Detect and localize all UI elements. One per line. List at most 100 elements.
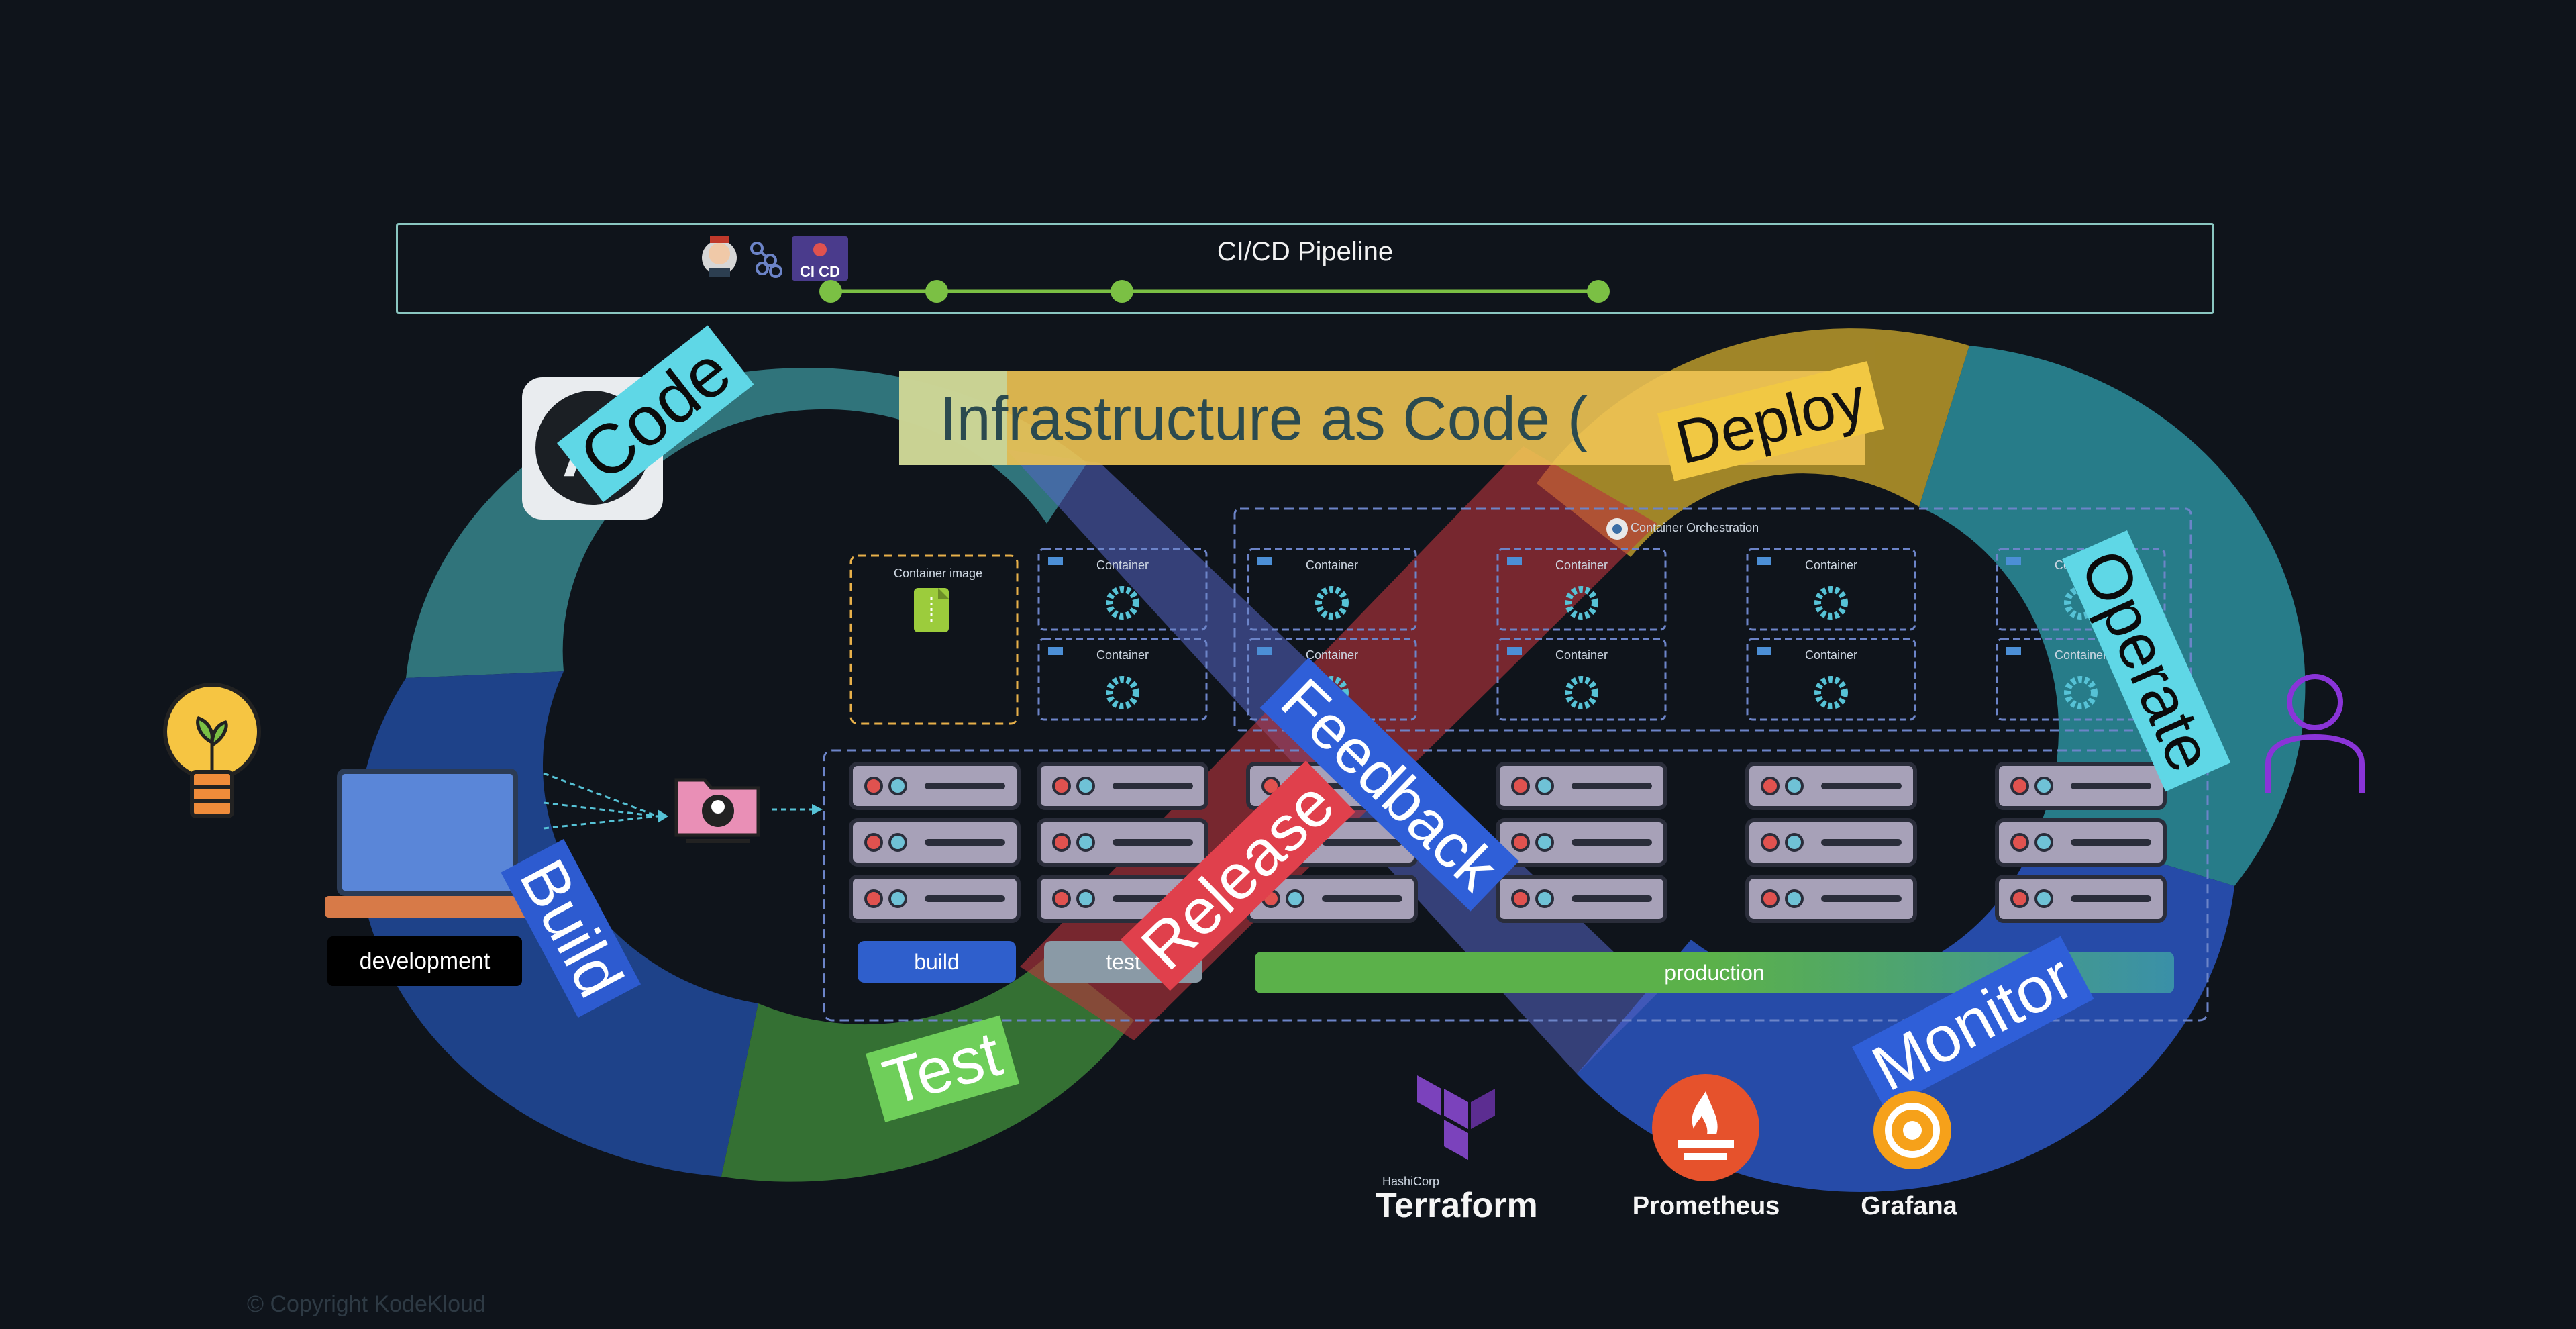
docker-icon	[1257, 557, 1272, 565]
container-label: Container	[1555, 648, 1608, 662]
container-label: Container	[1805, 558, 1857, 572]
status-light	[1052, 777, 1071, 795]
status-light	[1076, 833, 1095, 852]
docker-icon	[1757, 557, 1771, 565]
laptop-icon	[325, 769, 529, 920]
status-light	[1761, 777, 1780, 795]
status-light	[2034, 777, 2053, 795]
container-label: Container	[1096, 648, 1149, 662]
pipeline-stage-dot	[819, 280, 842, 303]
server-unit	[1745, 762, 1917, 810]
container-card: Container	[1496, 548, 1667, 631]
lightbulb-icon	[163, 683, 261, 818]
status-light	[1076, 777, 1095, 795]
docker-icon	[1257, 647, 1272, 655]
docker-icon	[1507, 557, 1522, 565]
gear-icon	[1565, 676, 1598, 709]
server-unit	[1496, 818, 1667, 867]
container-label: Container	[1096, 558, 1149, 572]
workflow-icon	[750, 242, 782, 278]
status-light	[1052, 889, 1071, 908]
docker-icon	[1048, 557, 1063, 565]
status-light	[1785, 833, 1804, 852]
server-unit	[1246, 875, 1418, 923]
container-label: Container	[1306, 648, 1358, 662]
container-image-box	[849, 554, 1019, 725]
orchestration-label: Container Orchestration	[1631, 521, 1759, 534]
status-light	[1052, 833, 1071, 852]
docker-icon	[2006, 647, 2021, 655]
status-light	[2034, 889, 2053, 908]
gear-icon	[1106, 586, 1139, 620]
terraform-icon	[1417, 1075, 1495, 1160]
container-label: Container	[1306, 558, 1358, 572]
container-card: Container	[1746, 548, 1916, 631]
status-light	[864, 833, 883, 852]
status-light	[2010, 833, 2029, 852]
status-light	[1511, 833, 1530, 852]
server-unit	[849, 875, 1021, 923]
gear-icon	[1814, 676, 1848, 709]
gear-icon	[1565, 586, 1598, 620]
status-light	[864, 777, 883, 795]
status-light	[888, 777, 907, 795]
pipeline-stage-dot	[1587, 280, 1610, 303]
jenkins-icon	[702, 236, 737, 277]
status-light	[888, 833, 907, 852]
docker-icon	[1757, 647, 1771, 655]
status-light	[1511, 777, 1530, 795]
status-light	[864, 889, 883, 908]
container-card: Container	[1746, 638, 1916, 721]
container-label: Container	[1555, 558, 1608, 572]
docker-icon	[2006, 557, 2021, 565]
build-env-button[interactable]: build	[858, 941, 1016, 983]
server-unit	[1037, 818, 1208, 867]
gear-icon	[2064, 676, 2098, 709]
gear-icon	[1315, 586, 1349, 620]
status-light	[1761, 889, 1780, 908]
docker-icon	[1507, 647, 1522, 655]
grafana-icon	[1873, 1091, 1951, 1169]
status-light	[1535, 777, 1554, 795]
pipeline-stage-dot	[1111, 280, 1133, 303]
commit-connectors	[543, 772, 823, 830]
container-card: Container	[1037, 548, 1208, 631]
status-light	[1535, 889, 1554, 908]
server-unit	[1745, 818, 1917, 867]
gear-icon	[1106, 676, 1139, 709]
server-unit	[1995, 875, 2167, 923]
user-icon	[2265, 674, 2365, 793]
orchestration-icon	[1606, 518, 1628, 540]
development-label: development	[327, 936, 522, 986]
gear-icon	[1814, 586, 1848, 620]
terraform-label: Terraform	[1376, 1186, 1538, 1225]
status-light	[1785, 889, 1804, 908]
container-label: Container	[1805, 648, 1857, 662]
file-icon	[914, 588, 949, 632]
server-unit	[1037, 762, 1208, 810]
git-repository-icon	[674, 778, 760, 843]
prometheus-label: Prometheus	[1632, 1192, 1780, 1220]
server-unit	[1496, 875, 1667, 923]
status-light	[2010, 777, 2029, 795]
container-label: Container	[2055, 648, 2107, 662]
status-light	[2034, 833, 2053, 852]
grafana-label: Grafana	[1861, 1192, 1957, 1220]
server-unit	[849, 818, 1021, 867]
container-card: Container	[1496, 638, 1667, 721]
iac-banner-text: Infrastructure as Code (	[939, 385, 1588, 453]
docker-icon	[1048, 647, 1063, 655]
pipeline-title: CI/CD Pipeline	[1217, 237, 1394, 266]
server-unit	[1995, 818, 2167, 867]
server-unit	[1995, 762, 2167, 810]
status-light	[888, 889, 907, 908]
container-card: Container	[1247, 548, 1417, 631]
status-light	[1761, 833, 1780, 852]
environments-box	[823, 749, 2209, 1022]
copyright-notice: © Copyright KodeKloud	[247, 1291, 486, 1317]
status-light	[1785, 777, 1804, 795]
container-card: Container	[1996, 638, 2166, 721]
ci-cd-icon-text: CI CD	[800, 263, 840, 280]
